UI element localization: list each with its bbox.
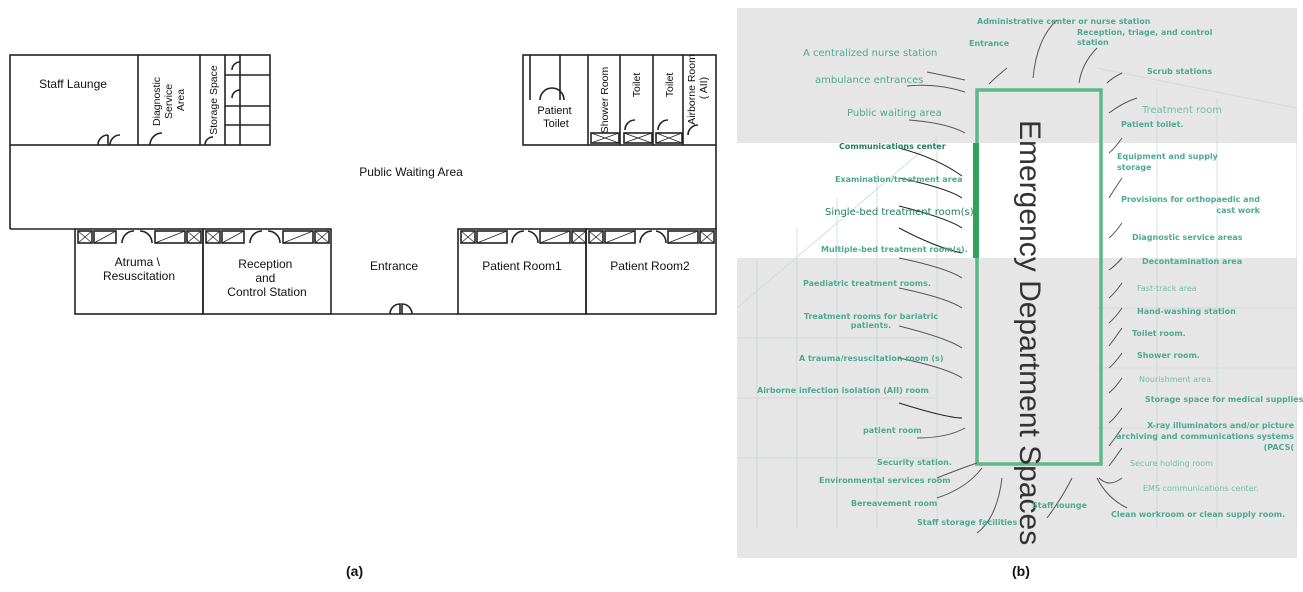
right-label: Toilet room. [1132,329,1186,338]
ed-frame [975,88,1103,466]
room-reception-line: Reception [238,257,292,271]
room-public-waiting: Public Waiting Area [359,165,463,179]
right-label: Diagnostic service areas [1132,233,1243,242]
right-label: Treatment room [1142,105,1222,116]
right-label: Storage space for medical supplies [1145,395,1303,404]
right-label: EMS communications center. [1143,484,1259,493]
room-reception: Reception and Control Station [227,257,306,299]
label-entrance: Entrance [969,39,1010,48]
right-label: X-ray illuminators and/or picture archiv… [1116,421,1294,452]
room-entrance: Entrance [370,259,418,273]
diagram-graphics: Emergency Department Spaces [737,19,1297,545]
room-diagnostic-line: Area [175,89,187,111]
floor-plan: Staff Launge Diagnostic Service Area Sto… [9,51,717,315]
panel-background [737,8,1297,558]
label-staff-lounge: Staff lounge [1032,501,1088,510]
ed-title: Emergency Department Spaces [1013,120,1046,545]
floor-plan-panel: Staff Launge Diagnostic Service Area Sto… [9,51,717,579]
right-label: Clean workroom or clean supply room. [1111,510,1286,519]
room-patient-toilet-line: Toilet [543,118,569,130]
left-label: Environmental services room [819,476,951,485]
left-label: A trauma/resuscitation room (s) [799,354,944,363]
room-patient-toilet-line: Patient [537,105,571,117]
right-label: Shower room. [1137,351,1200,360]
right-label: Patient toilet. [1121,120,1184,129]
room-reception-line: and [255,271,275,285]
left-label: Treatment rooms for bariatric patients. [803,312,939,330]
room-patient-1: Patient Room1 [482,259,562,273]
white-band [737,143,1297,258]
left-label: Airborne infection isolation (AII) room [757,386,929,395]
ed-spaces-panel: Emergency Department Spaces Administrati… [737,8,1303,558]
right-label: Scrub stations [1147,67,1213,76]
left-label: Bereavement room [851,499,938,508]
room-diagnostic: Diagnostic Service Area [151,74,187,126]
room-reception-line: Control Station [227,285,306,299]
room-patient-toilet: Patient Toilet [537,105,574,130]
room-storage: Storage Space [208,65,220,135]
left-label: Examination/treatment area [835,175,963,184]
room-diagnostic-line: Diagnostic [151,77,163,126]
label-reception: Reception, triage, and control station [1077,28,1213,47]
room-staff-lounge: Staff Launge [39,77,107,91]
right-label: Equipment and supply storage [1117,152,1218,172]
room-toilet-1: Toilet [631,73,643,98]
room-patient-2: Patient Room2 [610,259,690,273]
room-airborne-line: ( AII) [698,77,710,99]
right-label: Secure holding room [1130,459,1213,468]
room-trauma-line: Atruma \ [115,255,161,269]
left-label: Security station. [877,458,952,467]
left-label: ambulance entrances [815,75,924,86]
left-label: Public waiting area [847,108,942,119]
room-trauma: Atruma \ Resuscitation [103,255,175,283]
room-shower: Shower Room [599,66,611,133]
top-left-block [9,54,271,146]
right-label: Provisions for orthopaedic and cast work [1120,195,1260,215]
left-label: Single-bed treatment room(s). [825,207,977,218]
left-label: patient room [863,426,922,435]
right-label: Hand-washing station [1137,307,1236,316]
label-staff-storage: Staff storage facilities [917,518,1018,527]
left-label: Multiple-bed treatment room(s). [821,245,968,254]
label-admin-center: Administrative center or nurse station [977,17,1151,26]
room-trauma-line: Resuscitation [103,269,175,283]
caption-a: (a) [346,563,364,579]
ed-frame-accent [973,143,979,258]
caption-b: (b) [1012,563,1030,579]
left-label: A centralized nurse station [803,48,938,59]
room-airborne: Airborne Room ( AII) [686,51,710,125]
right-label: Nourishment area. [1139,375,1214,384]
room-diagnostic-line: Service [163,84,175,119]
right-label: Fast-track area [1137,284,1197,293]
right-label: Decontamination area [1142,257,1243,266]
room-airborne-line: Airborne Room [686,54,698,125]
left-label: Communications center [839,142,946,151]
left-label: Paediatric treatment rooms. [803,279,931,288]
room-toilet-2: Toilet [664,73,676,98]
